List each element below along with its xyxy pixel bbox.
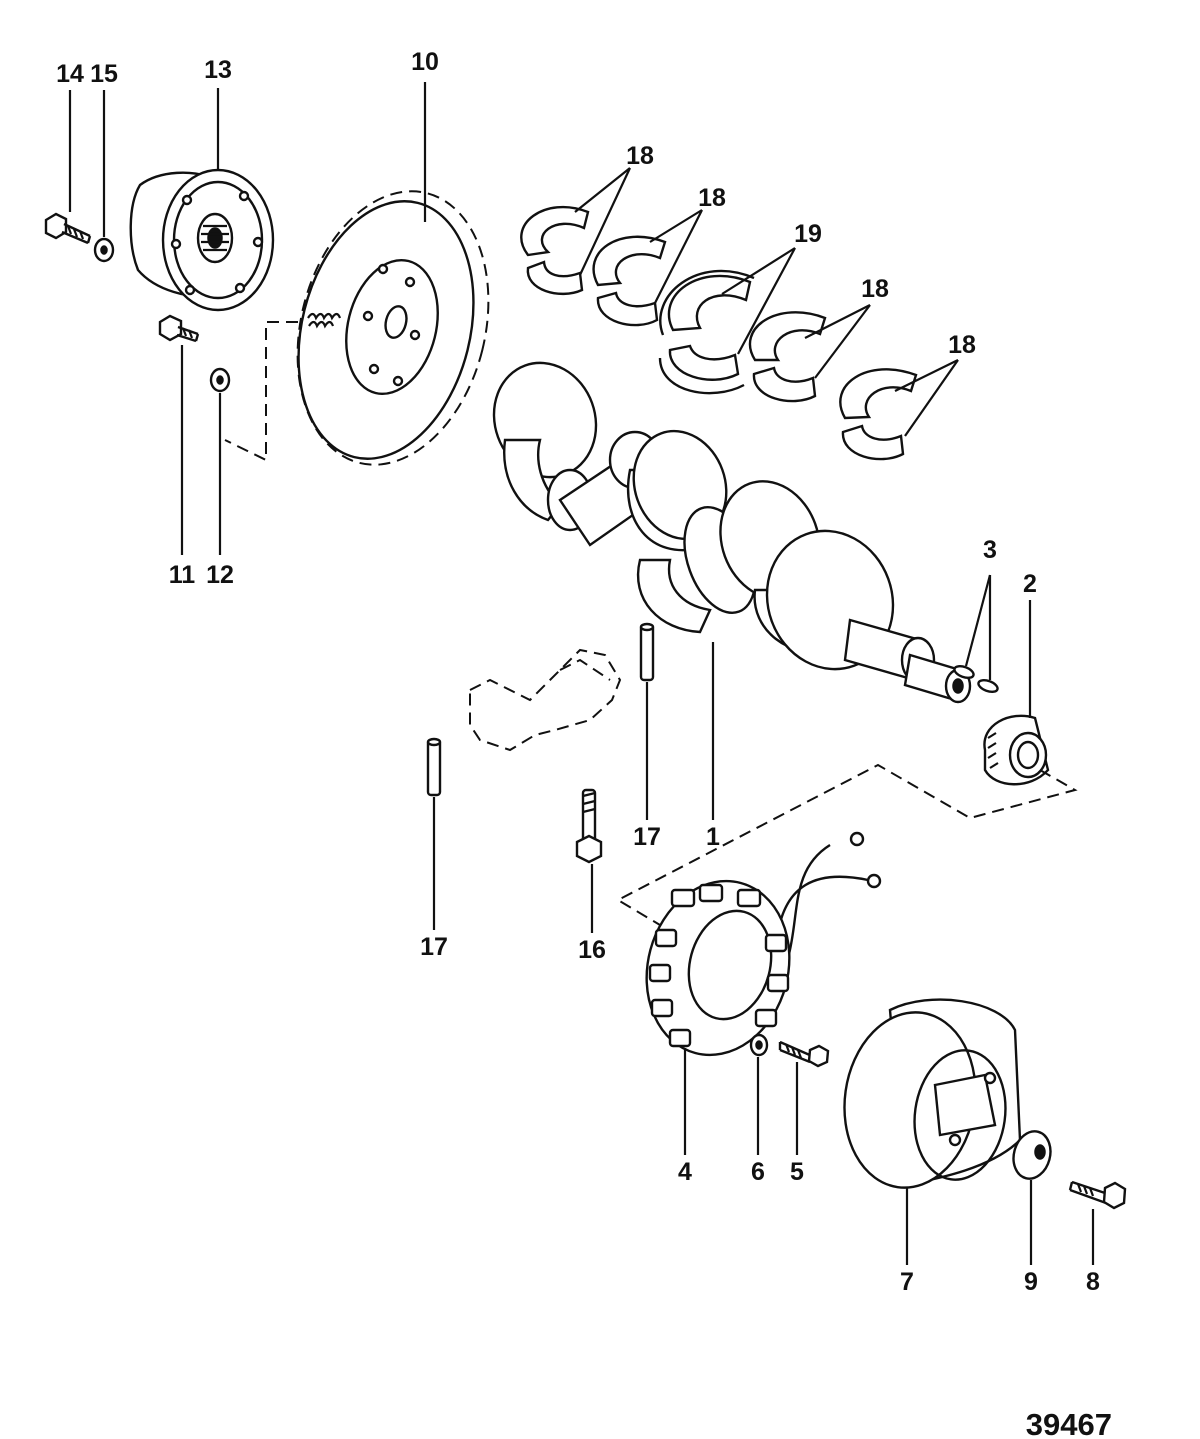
part-16-stud-bolt	[575, 788, 603, 864]
part-12-washer	[209, 367, 231, 393]
part-2-gear	[983, 714, 1050, 786]
callout-18-c: 18	[861, 275, 889, 303]
bearing-set-19-thrust	[658, 269, 755, 395]
callout-16: 16	[578, 936, 606, 964]
callout-labels: 1 2 3 4 5 6 7 8 9 10 11 12 13 14 15 16 1…	[56, 48, 1100, 1296]
callout-9: 9	[1024, 1268, 1038, 1296]
dashed-link-flywheel	[224, 321, 298, 462]
part-7-pulley	[843, 998, 1022, 1189]
callout-7: 7	[900, 1268, 914, 1296]
callout-18-d: 18	[948, 331, 976, 359]
callout-13: 13	[204, 56, 232, 84]
callout-3: 3	[983, 536, 997, 564]
part-9-washer	[1012, 1130, 1052, 1180]
leader-lines	[68, 82, 1095, 1265]
callout-17-upper: 17	[633, 823, 661, 851]
callout-15: 15	[90, 60, 118, 88]
callout-5: 5	[790, 1158, 804, 1186]
callout-12: 12	[206, 561, 234, 589]
part-13-drive-hub	[129, 168, 275, 312]
part-15-washer	[93, 237, 115, 263]
callout-8: 8	[1086, 1268, 1100, 1296]
callout-2: 2	[1023, 570, 1037, 598]
bearing-set-18-c	[748, 311, 827, 403]
callout-4: 4	[678, 1158, 692, 1186]
bearing-set-18-a	[520, 205, 590, 296]
part-6-washer	[749, 1033, 769, 1057]
part-3-keys	[953, 664, 999, 694]
dashed-link-gear-stator	[615, 763, 1078, 926]
part-17-dowel-pin-upper	[639, 622, 655, 682]
callout-19: 19	[794, 220, 822, 248]
bearing-set-18-b	[592, 235, 667, 327]
callout-17-lower: 17	[420, 933, 448, 961]
callout-18-a: 18	[626, 142, 654, 170]
part-14-bolt	[44, 212, 92, 245]
main-bearing-cap-phantom	[469, 648, 622, 752]
part-4-stator	[645, 831, 882, 1057]
part-11-bolt	[158, 314, 200, 343]
callout-6: 6	[751, 1158, 765, 1186]
part-10-flywheel	[296, 190, 490, 466]
part-5-screw	[778, 1040, 830, 1068]
part-8-bolt	[1068, 1180, 1127, 1210]
part-1-crankshaft	[492, 361, 972, 704]
callout-10: 10	[411, 48, 439, 76]
callout-11: 11	[169, 561, 196, 589]
bearing-set-18-d	[839, 368, 918, 461]
callout-14: 14	[56, 60, 84, 88]
part-17-dowel-pin-lower	[426, 737, 442, 797]
callout-18-b: 18	[698, 184, 726, 212]
callout-1: 1	[706, 823, 720, 851]
figure-number: 39467	[1026, 1407, 1112, 1439]
